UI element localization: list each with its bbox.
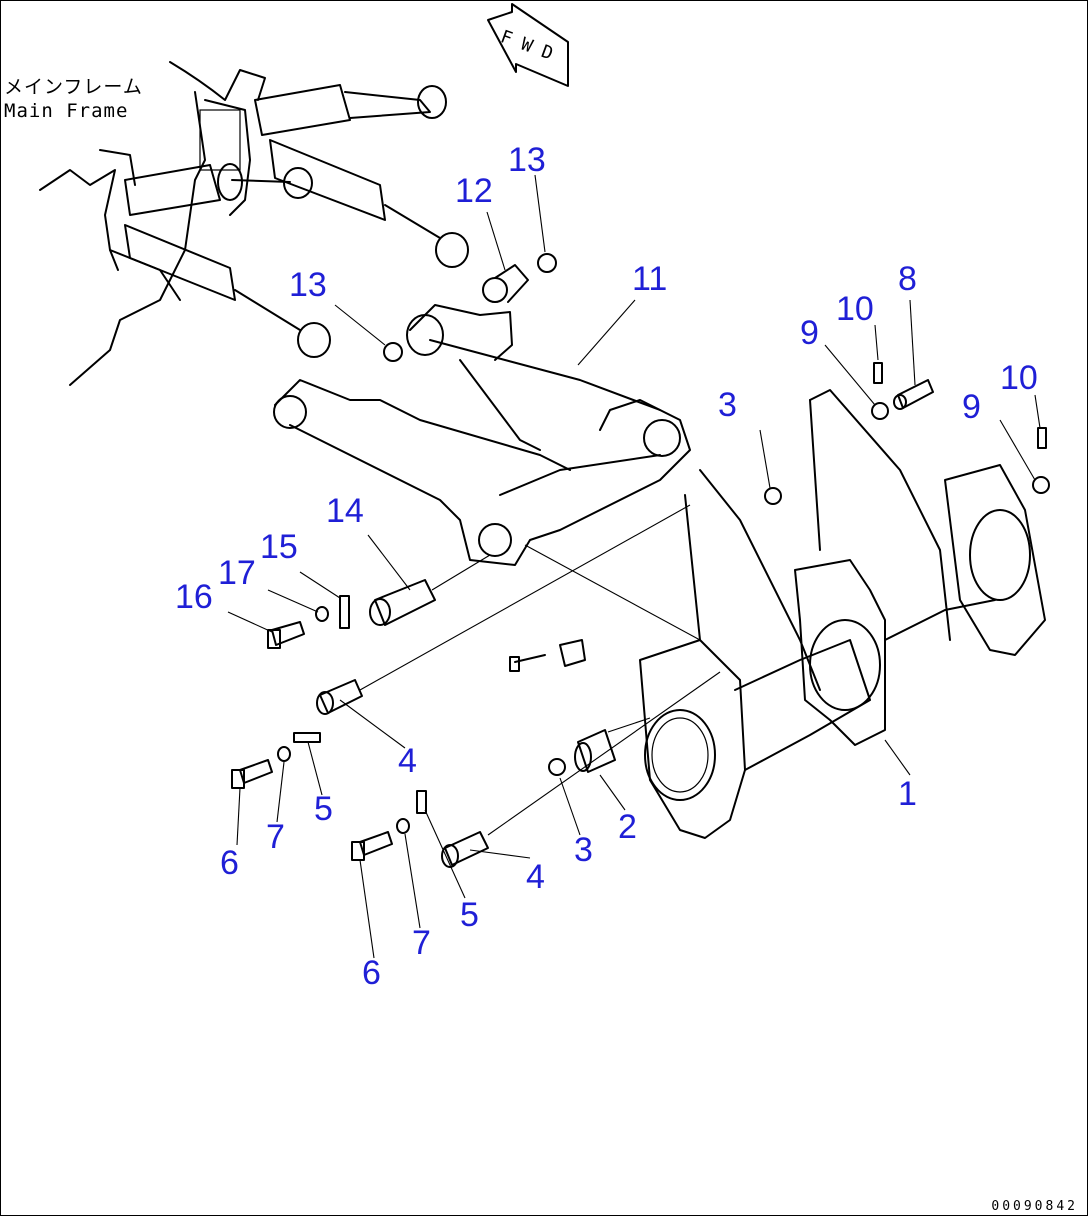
part-13-nut-upper — [537, 253, 557, 273]
hydraulic-cylinders — [124, 84, 469, 358]
callout-4-upper: 4 — [398, 742, 417, 780]
callout-13-lower: 13 — [289, 266, 327, 304]
part-13-nut-lower — [383, 342, 403, 362]
callout-8: 8 — [898, 260, 917, 298]
center-bolt-plate — [509, 639, 586, 672]
callout-3-upper: 3 — [718, 386, 737, 424]
part-6-bolt-lower — [351, 831, 393, 861]
part-16-bolt — [267, 621, 305, 649]
part-5-plate-upper — [293, 732, 321, 743]
part-14-pin — [369, 579, 436, 626]
callout-13-upper: 13 — [508, 141, 546, 179]
callout-7-upper: 7 — [266, 818, 285, 856]
main-frame-label-jp: メインフレーム — [4, 76, 143, 98]
callout-5-upper: 5 — [314, 790, 333, 828]
callout-10-left: 10 — [836, 290, 874, 328]
callout-6-lower: 6 — [362, 954, 381, 992]
part-4-pin-lower — [441, 831, 489, 868]
leader-lines — [227, 174, 1041, 959]
callout-9-left: 9 — [800, 314, 819, 352]
part-2-spacer — [574, 729, 616, 773]
fwd-arrow: F W D — [487, 3, 569, 87]
callout-15: 15 — [260, 528, 298, 566]
part-3-nut-lower — [548, 758, 566, 776]
part-10-grease-fitting-right — [1037, 427, 1047, 449]
callout-5-lower: 5 — [460, 896, 479, 934]
callout-17: 17 — [218, 554, 256, 592]
callout-9-right: 9 — [962, 388, 981, 426]
part-1-housing — [639, 389, 1046, 839]
callout-1: 1 — [898, 775, 917, 813]
part-4-pin-upper — [316, 679, 363, 715]
callout-14: 14 — [326, 492, 364, 530]
callout-6-upper: 6 — [220, 844, 239, 882]
callout-10-right: 10 — [1000, 359, 1038, 397]
fwd-arrow-label: F W D — [498, 26, 556, 64]
callout-4-lower: 4 — [526, 858, 545, 896]
part-6-bolt-upper — [231, 759, 273, 789]
callout-11: 11 — [632, 260, 668, 298]
callout-16: 16 — [175, 578, 213, 616]
part-9-bushing-left — [871, 402, 889, 420]
callout-3-lower: 3 — [574, 831, 593, 869]
part-9-bushing-right — [1032, 476, 1050, 494]
part-11-frame — [273, 304, 691, 566]
part-17-washer — [315, 606, 329, 622]
part-3-nut-upper — [764, 487, 782, 505]
part-8-pin — [893, 379, 934, 410]
figure-code: 00090842 — [991, 1199, 1078, 1214]
main-frame-label-en: Main Frame — [4, 100, 129, 122]
part-7-washer-lower — [396, 818, 410, 834]
part-12-bushing — [482, 264, 529, 303]
part-15-plate — [339, 595, 350, 629]
main-frame — [39, 61, 266, 386]
callout-12: 12 — [455, 172, 493, 210]
callout-7-lower: 7 — [412, 924, 431, 962]
part-7-washer-upper — [277, 746, 291, 762]
callout-2: 2 — [618, 808, 637, 846]
part-10-grease-fitting-left — [873, 362, 883, 384]
part-5-plate-lower — [416, 790, 427, 814]
